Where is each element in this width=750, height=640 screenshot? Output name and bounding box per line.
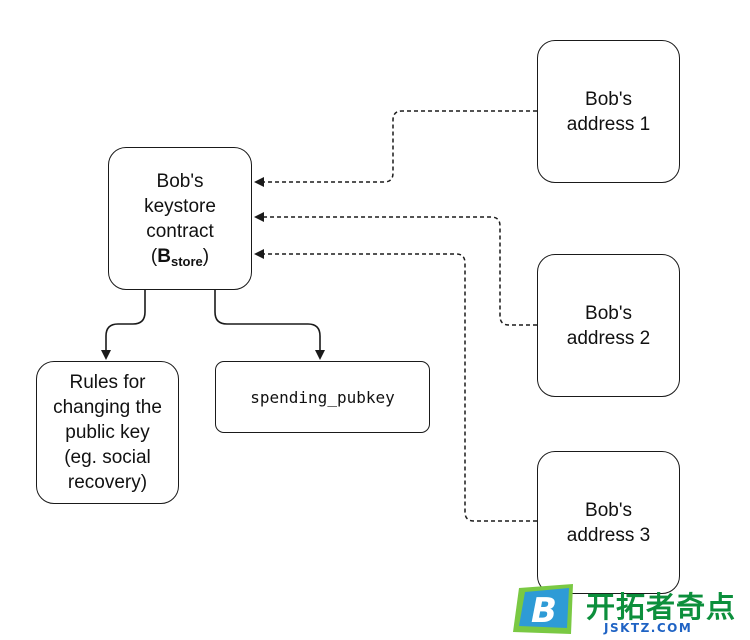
- formula-subscript: store: [170, 253, 203, 269]
- rules-line-1: Rules for: [69, 372, 146, 393]
- address1-line-1: Bob's: [585, 88, 632, 110]
- edge-keystore-to-rules: [101, 290, 146, 360]
- keystore-line-3: contract: [146, 220, 214, 242]
- rules-line-3: public key: [65, 422, 150, 443]
- rules-line-2: changing the: [53, 397, 162, 418]
- keystore-line-2: keystore: [144, 195, 216, 217]
- rules-line-4: (eg. social: [64, 447, 151, 468]
- node-address-3[interactable]: Bob's address 3: [537, 451, 680, 594]
- address1-line-2: address 1: [566, 113, 651, 135]
- address3-line-1: Bob's: [585, 499, 632, 521]
- formula-open-paren: (: [150, 245, 158, 267]
- node-keystore-contract[interactable]: Bob's keystore contract (Bstore): [108, 147, 252, 290]
- logo-subtitle: JSKTZ.COM: [604, 621, 693, 635]
- keystore-formula: (Bstore): [151, 244, 209, 269]
- edge-address3-to-keystore: [254, 249, 537, 522]
- address2-line-1: Bob's: [585, 302, 632, 324]
- rules-line-5: recovery): [67, 472, 148, 493]
- node-address-2[interactable]: Bob's address 2: [537, 254, 680, 397]
- keystore-line-1: Bob's: [156, 170, 204, 192]
- node-spending-pubkey[interactable]: spending_pubkey: [215, 361, 430, 433]
- node-address-1[interactable]: Bob's address 1: [537, 40, 680, 183]
- edge-keystore-to-pubkey: [214, 290, 325, 360]
- logo-title: 开拓者奇点: [586, 590, 737, 624]
- edge-address2-to-keystore: [254, 212, 537, 326]
- logo-mark-icon: B: [513, 584, 573, 634]
- pubkey-label: spending_pubkey: [250, 387, 395, 407]
- formula-close-paren: ): [202, 245, 210, 267]
- watermark-logo: B 开拓者奇点 JSKTZ.COM: [508, 580, 750, 640]
- logo-mark-letter: B: [531, 591, 557, 631]
- edge-address1-to-keystore: [254, 110, 537, 187]
- address2-line-2: address 2: [566, 327, 651, 349]
- address3-line-2: address 3: [566, 524, 651, 546]
- formula-main: B: [157, 245, 171, 267]
- node-rules[interactable]: Rules for changing the public key (eg. s…: [36, 361, 179, 504]
